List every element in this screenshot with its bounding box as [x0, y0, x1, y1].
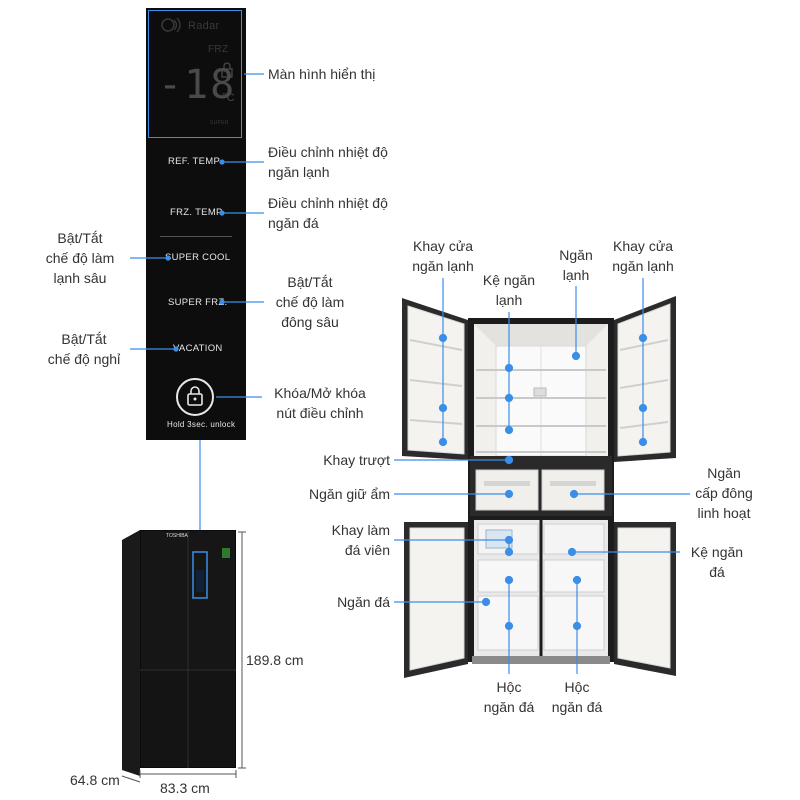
radar-label: Radar — [188, 20, 220, 32]
label-crisper: Ngăn giữ ẩm — [309, 486, 390, 502]
label-shelf-line1: Kệ ngăn — [482, 272, 536, 288]
label-flex-freezer: Ngăn cấp đông linh hoạt — [686, 463, 762, 523]
label-shelf-line2: lạnh — [495, 292, 523, 308]
callout-super-cool: Bật/Tắt chế độ làm lạnh sâu — [30, 228, 130, 288]
label-drawer-right: Hộc ngăn đá — [538, 677, 616, 717]
label-door-tray-left-line2: ngăn lạnh — [412, 258, 474, 274]
callout-lock: Khóa/Mở khóa nút điều chỉnh — [262, 383, 378, 423]
label-flex-freezer-line3: linh hoạt — [697, 505, 751, 521]
callout-lock-line1: Khóa/Mở khóa — [274, 385, 366, 401]
label-drawer-right-line2: ngăn đá — [551, 699, 603, 715]
label-shelf: Kệ ngăn lạnh — [470, 270, 548, 310]
label-door-tray-left: Khay cửa ngăn lạnh — [400, 236, 486, 276]
super-cool-button[interactable]: SUPER COOL — [165, 252, 231, 263]
label-fridge-comp: Ngăn lạnh — [546, 245, 606, 285]
label-door-tray-right-line1: Khay cửa — [613, 238, 673, 254]
dimension-depth: 64.8 cm — [70, 772, 120, 788]
callout-super-cool-line2: chế độ làm — [45, 250, 115, 266]
callout-vacation-line2: chế độ nghỉ — [47, 351, 121, 367]
control-panel — [146, 8, 246, 440]
callout-frz-temp: Điều chỉnh nhiệt độ ngăn đá — [268, 193, 388, 233]
lock-indicator-icon — [221, 62, 233, 78]
label-door-tray-right: Khay cửa ngăn lạnh — [600, 236, 686, 276]
lock-icon — [187, 386, 203, 406]
label-drawer-right-line1: Hộc — [564, 679, 590, 695]
callout-super-cool-line1: Bật/Tắt — [57, 230, 103, 246]
super-frz-button[interactable]: SUPER FRZ. — [168, 297, 228, 308]
ref-temp-button[interactable]: REF. TEMP — [168, 156, 221, 167]
temperature-unit: °C — [222, 92, 235, 104]
brand-logo: TOSHIBA — [166, 533, 188, 539]
panel-divider — [160, 236, 232, 237]
lock-hint: Hold 3sec. unlock — [167, 420, 236, 429]
callout-super-frz: Bật/Tắt chế độ làm đông sâu — [266, 272, 354, 332]
label-freezer-shelf-line2: đá — [709, 564, 725, 580]
label-freezer-shelf: Kệ ngăn đá — [682, 542, 752, 582]
callout-vacation-line1: Bật/Tắt — [61, 331, 107, 347]
vacation-button[interactable]: VACATION — [173, 343, 223, 354]
label-ice-tray: Khay làm đá viên — [300, 520, 390, 560]
display-small-text: SUPER — [210, 120, 229, 126]
label-ice-tray-line1: Khay làm — [331, 522, 390, 538]
label-drawer-left-line2: ngăn đá — [483, 699, 535, 715]
label-ice-tray-line2: đá viên — [344, 542, 390, 558]
callout-ref-temp-line2: ngăn lạnh — [268, 164, 330, 180]
frz-indicator: FRZ — [208, 44, 229, 55]
label-flex-freezer-line1: Ngăn — [707, 465, 741, 481]
label-freezer-comp: Ngăn đá — [337, 594, 390, 610]
callout-frz-temp-line2: ngăn đá — [268, 215, 319, 231]
callout-super-frz-line2: chế độ làm — [275, 294, 345, 310]
callout-lock-line2: nút điều chỉnh — [276, 405, 364, 421]
label-drawer-left: Hộc ngăn đá — [470, 677, 548, 717]
label-freezer-shelf-line1: Kệ ngăn — [690, 544, 744, 560]
callout-ref-temp: Điều chỉnh nhiệt độ ngăn lạnh — [268, 142, 388, 182]
frz-temp-button[interactable]: FRZ. TEMP — [170, 207, 223, 218]
label-door-tray-left-line1: Khay cửa — [413, 238, 473, 254]
label-drawer-left-line1: Hộc — [496, 679, 522, 695]
display-screen-highlight — [148, 10, 242, 138]
label-fridge-comp-line2: lạnh — [562, 267, 590, 283]
small-fridge — [122, 530, 236, 776]
callout-vacation: Bật/Tắt chế độ nghỉ — [36, 329, 132, 369]
label-flex-freezer-line2: cấp đông — [695, 485, 753, 501]
callout-super-frz-line1: Bật/Tắt — [287, 274, 333, 290]
label-fridge-comp-line1: Ngăn — [559, 247, 593, 263]
callout-super-frz-line3: đông sâu — [281, 314, 339, 330]
callout-super-cool-line3: lạnh sâu — [53, 270, 107, 286]
label-door-tray-right-line2: ngăn lạnh — [612, 258, 674, 274]
callout-ref-temp-line1: Điều chỉnh nhiệt độ — [268, 144, 388, 160]
callout-frz-temp-line1: Điều chỉnh nhiệt độ — [268, 195, 388, 211]
callout-display: Màn hình hiển thị — [268, 66, 376, 82]
label-slide-tray: Khay trượt — [323, 452, 390, 468]
dimension-height: 189.8 cm — [246, 652, 304, 668]
lock-button[interactable] — [176, 378, 214, 416]
dimension-width: 83.3 cm — [160, 780, 210, 796]
radar-icon — [161, 17, 181, 33]
open-fridge — [402, 296, 676, 678]
